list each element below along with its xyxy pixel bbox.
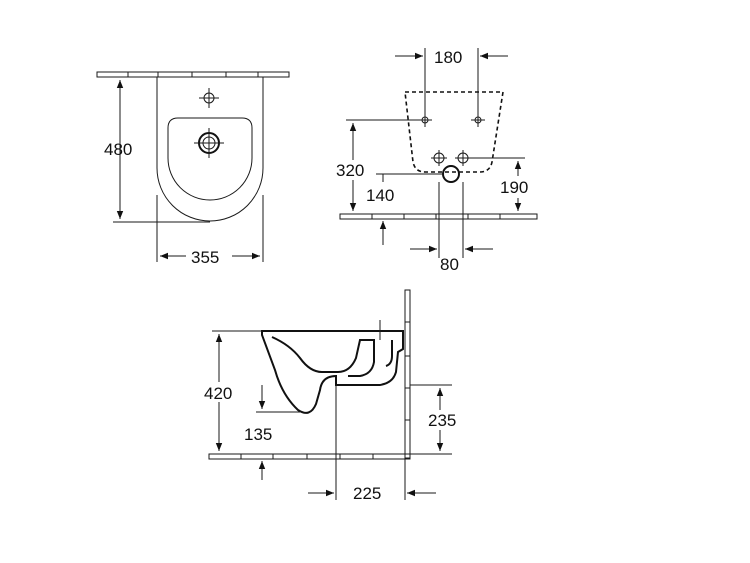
dim-height-480: 480 <box>104 76 210 223</box>
dim-label-225: 225 <box>353 484 381 503</box>
supply-hole-right-icon <box>455 150 471 166</box>
rear-outline <box>404 91 504 173</box>
dim-label-320: 320 <box>336 161 364 180</box>
dim-label-180: 180 <box>434 48 462 67</box>
dim-label-135: 135 <box>244 425 272 444</box>
dim-height-135: 135 <box>244 385 300 480</box>
wall-strip-top <box>96 71 290 78</box>
dim-height-140: 140 <box>366 173 442 245</box>
dim-label-420: 420 <box>204 384 232 403</box>
side-view: 420 135 235 225 <box>203 289 465 503</box>
dim-height-235: 235 <box>410 384 465 455</box>
dim-label-190: 190 <box>500 178 528 197</box>
inner-basin <box>167 117 253 201</box>
top-view: 480 355 <box>96 71 290 267</box>
bidet-inner-profile <box>271 336 375 377</box>
outlet-stub <box>385 340 393 367</box>
dim-label-140: 140 <box>366 186 394 205</box>
waste-outlet-icon <box>442 165 460 183</box>
drain-icon <box>194 128 224 158</box>
fixing-mark-right-icon <box>471 113 485 127</box>
dim-label-355: 355 <box>191 248 219 267</box>
dim-width-355: 355 <box>156 195 264 267</box>
dim-height-320: 320 <box>334 119 420 211</box>
dim-label-235: 235 <box>428 411 456 430</box>
supply-hole-left-icon <box>431 150 447 166</box>
dim-width-225: 225 <box>308 385 436 503</box>
dim-height-420: 420 <box>203 330 262 451</box>
dim-height-190: 190 <box>471 157 528 211</box>
dim-label-80: 80 <box>440 255 459 274</box>
bowl-outline <box>156 77 264 222</box>
wall-strip-side <box>404 289 411 459</box>
fixing-mark-left-icon <box>418 113 432 127</box>
dim-width-80: 80 <box>410 182 493 274</box>
tap-hole-icon <box>199 88 219 108</box>
floor-strip-side <box>208 453 411 460</box>
rear-view: 180 <box>334 48 538 274</box>
dim-spacing-180: 180 <box>395 48 508 120</box>
bidet-profile <box>261 330 404 414</box>
dim-label-480: 480 <box>104 140 132 159</box>
